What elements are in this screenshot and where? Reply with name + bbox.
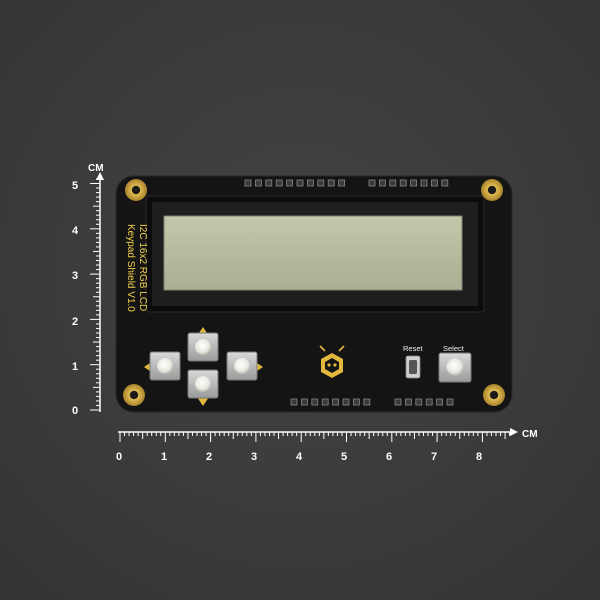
vertical-tick-label-0: 0 bbox=[72, 405, 78, 417]
header-pin bbox=[446, 398, 454, 406]
button-up[interactable] bbox=[187, 332, 219, 362]
lcd-screen bbox=[164, 216, 462, 290]
select-button[interactable] bbox=[438, 352, 472, 383]
horizontal-tick-label-1: 1 bbox=[161, 451, 167, 463]
header-pin bbox=[286, 179, 294, 187]
header-pin bbox=[327, 179, 335, 187]
header-pin bbox=[338, 179, 346, 187]
header-pin bbox=[296, 179, 304, 187]
header-pin bbox=[430, 179, 438, 187]
horizontal-ruler-ticks bbox=[119, 432, 511, 442]
header-pin bbox=[368, 179, 376, 187]
arrow-down-icon bbox=[197, 397, 209, 406]
header-pin bbox=[399, 179, 407, 187]
horizontal-unit-label: CM bbox=[522, 429, 538, 440]
header-pin bbox=[244, 179, 252, 187]
mounting-hole-top-right bbox=[481, 179, 503, 201]
reset-label: Reset bbox=[403, 344, 424, 353]
vertical-tick-label-4: 4 bbox=[72, 225, 79, 237]
header-pin bbox=[332, 398, 340, 406]
horizontal-tick-label-0: 0 bbox=[116, 451, 122, 463]
horizontal-tick-label-2: 2 bbox=[206, 451, 212, 463]
header-pin bbox=[394, 398, 402, 406]
button-down[interactable] bbox=[187, 369, 219, 399]
horizontal-ruler-arrow bbox=[510, 428, 518, 436]
mounting-hole-top-left bbox=[125, 179, 147, 201]
horizontal-tick-label-5: 5 bbox=[341, 451, 347, 463]
header-pin bbox=[300, 398, 308, 406]
vertical-ruler-ticks bbox=[90, 178, 100, 411]
horizontal-ruler: CM 0 1 2 3 4 5 6 7 8 bbox=[116, 428, 538, 463]
button-right[interactable] bbox=[226, 351, 258, 381]
header-pin bbox=[254, 179, 262, 187]
vertical-unit-label: CM bbox=[88, 163, 104, 174]
mounting-hole-bottom-left bbox=[123, 384, 145, 406]
horizontal-tick-label-3: 3 bbox=[251, 451, 257, 463]
button-left[interactable] bbox=[149, 351, 181, 381]
header-pin bbox=[415, 398, 423, 406]
mounting-hole-bottom-right bbox=[483, 384, 505, 406]
horizontal-tick-label-8: 8 bbox=[476, 451, 482, 463]
header-pin bbox=[290, 398, 298, 406]
lcd-module bbox=[145, 195, 485, 313]
header-pin bbox=[441, 179, 449, 187]
board-silkscreen: I2C 16x2 RGB LCD Keypad Shield V1.0 bbox=[125, 224, 148, 312]
vertical-ruler: CM 0 1 2 3 4 5 bbox=[72, 163, 104, 417]
header-pin bbox=[265, 179, 273, 187]
horizontal-tick-label-4: 4 bbox=[296, 451, 303, 463]
header-pin bbox=[363, 398, 371, 406]
vertical-tick-label-1: 1 bbox=[72, 361, 78, 373]
header-pin bbox=[420, 179, 428, 187]
header-pin bbox=[275, 179, 283, 187]
reset-button[interactable] bbox=[405, 355, 421, 379]
bee-logo-icon bbox=[319, 345, 345, 378]
header-pin bbox=[342, 398, 350, 406]
header-pin bbox=[306, 179, 314, 187]
silkscreen-line-2: Keypad Shield V1.0 bbox=[125, 224, 136, 312]
header-pin bbox=[378, 179, 386, 187]
header-pin bbox=[425, 398, 433, 406]
vertical-tick-label-2: 2 bbox=[72, 316, 78, 328]
header-pin bbox=[410, 179, 418, 187]
horizontal-tick-label-6: 6 bbox=[386, 451, 392, 463]
header-pin bbox=[321, 398, 329, 406]
header-pin bbox=[404, 398, 412, 406]
header-pin bbox=[352, 398, 360, 406]
top-header-pins bbox=[244, 179, 449, 187]
bottom-header-pins bbox=[290, 398, 454, 406]
lcd-keypad-shield: I2C 16x2 RGB LCD Keypad Shield V1.0 bbox=[115, 175, 513, 413]
horizontal-tick-label-7: 7 bbox=[431, 451, 437, 463]
header-pin bbox=[389, 179, 397, 187]
silkscreen-line-1: I2C 16x2 RGB LCD bbox=[137, 224, 148, 311]
header-pin bbox=[436, 398, 444, 406]
vertical-ruler-arrow bbox=[96, 172, 104, 180]
vertical-tick-label-5: 5 bbox=[72, 180, 78, 192]
header-pin bbox=[311, 398, 319, 406]
vertical-tick-label-3: 3 bbox=[72, 270, 78, 282]
select-label: Select bbox=[443, 344, 465, 353]
header-pin bbox=[317, 179, 325, 187]
